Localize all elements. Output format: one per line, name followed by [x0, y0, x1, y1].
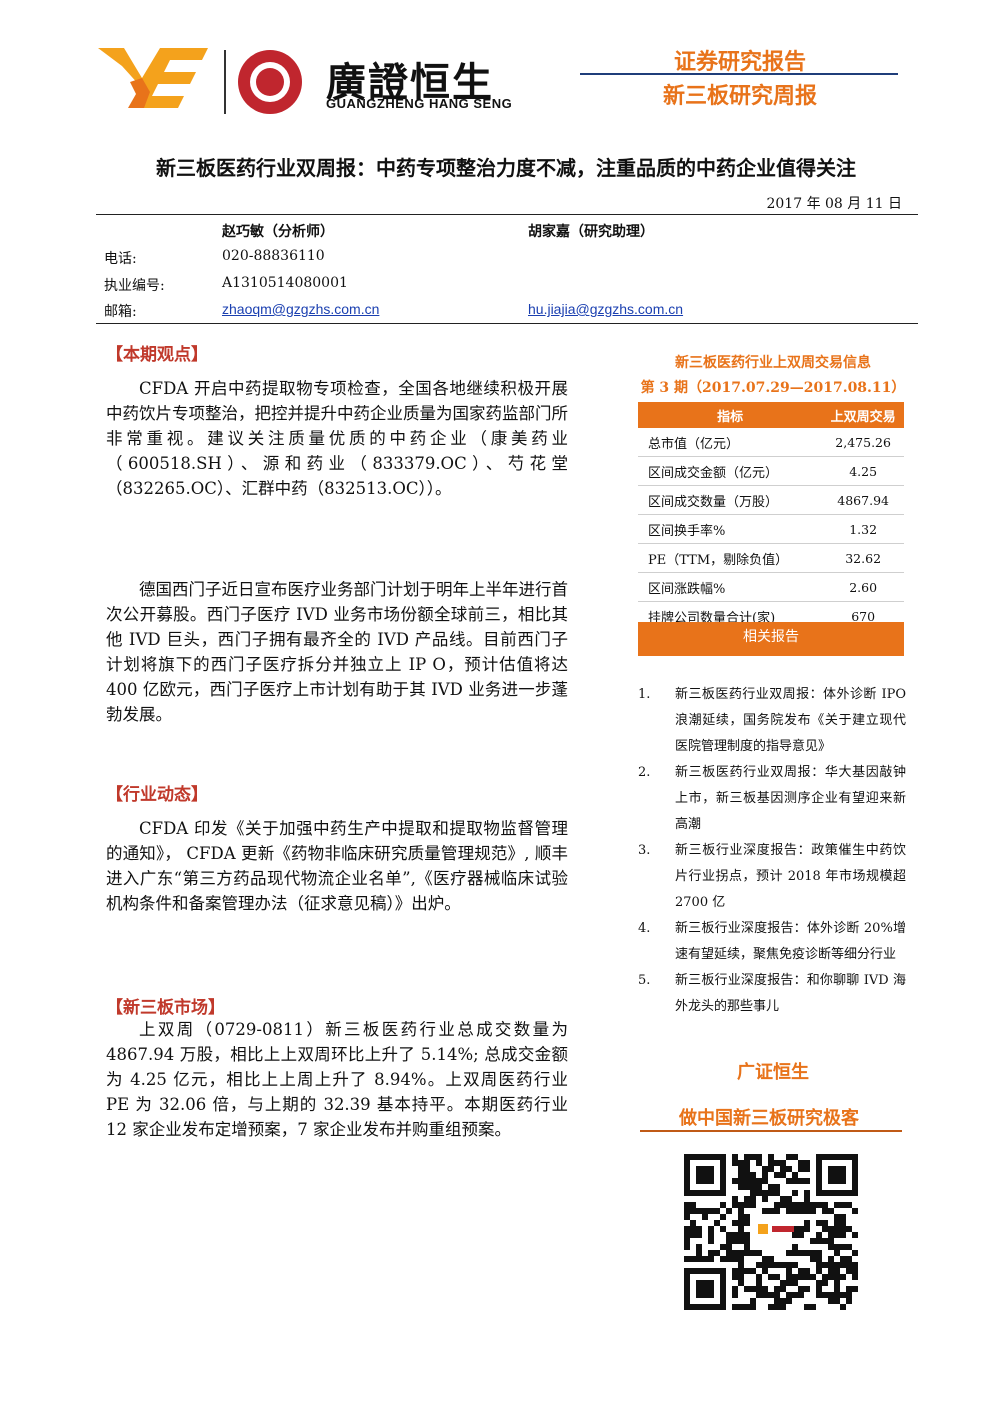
list-item-text: 新三板医药行业双周报：体外诊断 IPO 浪潮延续，国务院发布《关于建立现代医院管…	[675, 687, 906, 754]
list-item-text: 新三板行业深度报告：和你聊聊 IVD 海外龙头的那些事儿	[675, 973, 906, 1014]
table-cell-label: 区间涨跌幅%	[638, 572, 823, 602]
report-subtype: 新三板研究周报	[662, 84, 817, 109]
industry-paragraph: CFDA 印发《关于加强中药生产中提取和提取物监督管理的通知》， CFDA 更新…	[106, 819, 568, 913]
list-item[interactable]: 2. 新三板医药行业双周报：华大基因敲钟上市，新三板基因测序企业有望迎来新高潮	[638, 760, 906, 838]
list-item-number: 5.	[638, 973, 651, 988]
table-row: 区间涨跌幅%2.60	[638, 572, 904, 602]
analyst-2-email-link[interactable]: hu.jiajia@gzgzhs.com.cn	[528, 301, 684, 317]
table-cell-value: 2.60	[822, 572, 904, 602]
table-row: 区间成交金额（亿元）4.25	[638, 456, 904, 486]
table-cell-value: 4867.94	[822, 485, 904, 515]
table-row: 区间成交数量（万股）4867.94	[638, 485, 904, 515]
table-row: 区间换手率%1.32	[638, 514, 904, 544]
list-item[interactable]: 3. 新三板行业深度报告：政策催生中药饮片行业拐点，预计 2018 年市场规模超 …	[638, 838, 906, 916]
section-view-heading: 【本期观点】	[106, 345, 208, 365]
section-market-heading: 【新三板市场】	[106, 998, 225, 1018]
list-item-number: 4.	[638, 921, 651, 936]
view-paragraph-2: 德国西门子近日宣布医疗业务部门计划于明年上半年进行首次公开募股。西门子医疗 IV…	[106, 580, 568, 724]
market-paragraph: 上双周（0729-0811）新三板医药行业总成交数量为 4867.94 万股，相…	[106, 1020, 568, 1139]
license-value: A1310514080001	[222, 275, 348, 291]
related-reports-list: 1. 新三板医药行业双周报：体外诊断 IPO 浪潮延续，国务院发布《关于建立现代医…	[638, 682, 906, 1020]
brand-name-en: GUANGZHENG HANG SENG	[326, 96, 513, 111]
qr-code	[684, 1154, 858, 1310]
brand-name-cn: 廣證恒生	[326, 60, 494, 106]
table-header-metric: 指标	[638, 402, 823, 428]
table-row: 总市值（亿元）2,475.26	[638, 428, 904, 457]
company-logo	[98, 48, 208, 108]
table-cell-label: 区间成交数量（万股）	[638, 485, 823, 515]
report-divider	[580, 73, 898, 75]
table-cell-value: 1.32	[822, 514, 904, 544]
trade-info-period: 第 3 期（2017.07.29—2017.08.11）	[640, 380, 906, 396]
brand-tagline: 广证恒生	[737, 1062, 809, 1083]
license-label: 执业编号:	[104, 278, 165, 294]
list-item-number: 2.	[638, 765, 651, 780]
list-item[interactable]: 1. 新三板医药行业双周报：体外诊断 IPO 浪潮延续，国务院发布《关于建立现代医…	[638, 682, 906, 760]
list-item[interactable]: 5. 新三板行业深度报告：和你聊聊 IVD 海外龙头的那些事儿	[638, 968, 906, 1020]
slogan-underline	[640, 1130, 902, 1132]
list-item-text: 新三板行业深度报告：体外诊断 20%增速有望延续，聚焦免疫诊断等细分行业	[675, 921, 906, 962]
logo-divider	[224, 50, 226, 114]
table-cell-label: 区间换手率%	[638, 514, 823, 544]
section-industry-heading: 【行业动态】	[106, 785, 208, 805]
list-item-number: 3.	[638, 843, 651, 858]
analyst-1-name: 赵巧敏（分析师）	[222, 224, 334, 240]
page-title: 新三板医药行业双周报：中药专项整治力度不减，注重品质的中药企业值得关注	[156, 156, 856, 180]
analyst-2-name: 胡家嘉（研究助理）	[528, 224, 654, 240]
email-label: 邮箱:	[104, 304, 137, 320]
slogan: 做中国新三板研究极客	[679, 1108, 859, 1129]
table-cell-value: 2,475.26	[822, 428, 904, 457]
analyst-1-email-link[interactable]: zhaoqm@gzgzhs.com.cn	[222, 301, 380, 317]
table-cell-value: 32.62	[822, 543, 904, 573]
list-item-text: 新三板医药行业双周报：华大基因敲钟上市，新三板基因测序企业有望迎来新高潮	[675, 765, 906, 832]
table-row: PE（TTM，剔除负值）32.62	[638, 543, 904, 573]
seal-logo	[238, 50, 302, 114]
report-type: 证券研究报告	[673, 50, 806, 75]
report-date: 2017 年 08 月 11 日	[766, 196, 902, 212]
table-header-row: 指标 上双周交易	[638, 402, 904, 428]
list-item[interactable]: 4. 新三板行业深度报告：体外诊断 20%增速有望延续，聚焦免疫诊断等细分行业	[638, 916, 906, 968]
phone-label: 电话:	[104, 251, 137, 267]
list-item-number: 1.	[638, 687, 651, 702]
analyst-divider	[96, 323, 918, 324]
trade-info-table: 指标 上双周交易 总市值（亿元）2,475.26 区间成交金额（亿元）4.25 …	[638, 402, 904, 631]
table-cell-label: 总市值（亿元）	[638, 428, 823, 457]
phone-value: 020-88836110	[222, 248, 325, 264]
table-cell-label: PE（TTM，剔除负值）	[638, 543, 823, 573]
list-item-text: 新三板行业深度报告：政策催生中药饮片行业拐点，预计 2018 年市场规模超 27…	[675, 843, 906, 910]
table-header-value: 上双周交易	[822, 402, 904, 428]
related-reports-header: 相关报告	[638, 622, 904, 656]
table-cell-value: 4.25	[822, 456, 904, 486]
table-cell-label: 区间成交金额（亿元）	[638, 456, 823, 486]
view-paragraph-1: CFDA 开启中药提取物专项检查，全国各地继续积极开展中药饮片专项整治，把控并提…	[106, 379, 568, 498]
trade-info-title: 新三板医药行业上双周交易信息	[675, 355, 871, 371]
title-divider	[96, 214, 918, 215]
